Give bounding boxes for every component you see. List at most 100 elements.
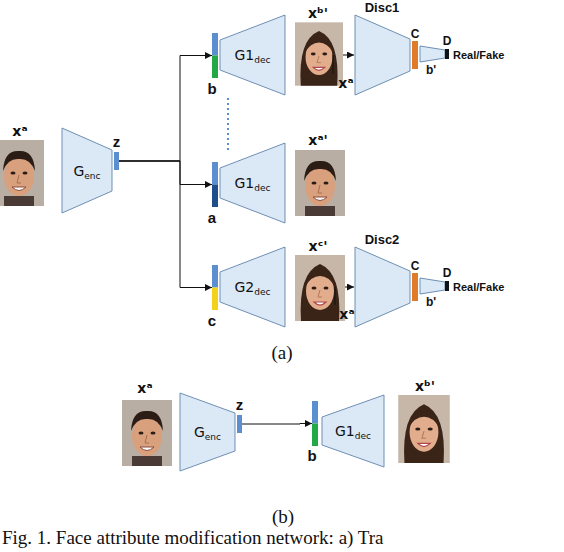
block-label: Disc2 <box>365 233 400 246</box>
network-subscript: enc <box>205 432 221 442</box>
node-outline <box>445 49 449 59</box>
code-vector: b <box>212 33 218 78</box>
node-outline <box>445 281 449 291</box>
trapezoid-outline <box>322 395 384 467</box>
class-output: Cb' <box>412 41 418 69</box>
trapezoid-outline <box>355 247 410 327</box>
reconstructed-face-image <box>295 150 345 216</box>
image-label: xᶜ' <box>308 239 327 253</box>
input-arrow <box>343 55 354 56</box>
block-label: z <box>236 397 244 412</box>
block-label: G1dec <box>220 143 285 223</box>
image-label: xᵇ' <box>308 6 328 20</box>
block-label: b' <box>426 296 436 308</box>
latent-vector: z <box>237 415 242 433</box>
code-vector: a <box>212 162 218 207</box>
code-vector: b <box>312 401 318 446</box>
output-face-image <box>295 22 343 85</box>
block-label: Real/Fake <box>453 282 504 293</box>
block-label: C <box>411 28 420 40</box>
vector-segment <box>212 56 218 79</box>
block-label: Genc <box>62 128 112 213</box>
real-fake-output: DReal/Fake <box>445 49 449 59</box>
node-outline <box>212 265 218 310</box>
real-image-wire <box>333 55 334 74</box>
branch-arrow <box>119 56 212 162</box>
network-subscript: dec <box>254 287 270 297</box>
node-outline <box>212 162 218 207</box>
block-label: Disc1 <box>365 1 400 14</box>
network-subscript: dec <box>254 55 270 65</box>
branch-arrow <box>242 423 312 425</box>
block-label: G1dec <box>220 15 285 95</box>
node-outline <box>312 401 318 446</box>
vector-segment <box>212 33 218 56</box>
class-output: Cb' <box>412 273 418 301</box>
vector-segment <box>312 424 318 447</box>
discriminator-block: Disc1 <box>355 15 410 95</box>
real-image-wire <box>335 287 336 305</box>
network-subscript: enc <box>84 171 100 181</box>
node-outline <box>412 273 418 301</box>
branch-arrow <box>119 161 212 185</box>
network-name: G1 <box>335 423 355 439</box>
vector-segment <box>445 281 449 291</box>
trapezoid-outline <box>220 247 285 327</box>
node-outline <box>412 41 418 69</box>
block-label: a <box>208 210 216 225</box>
block-label: Real/Fake <box>453 50 504 61</box>
encoder-block: Genc <box>62 128 112 213</box>
block-label: Genc <box>180 393 235 471</box>
node-outline <box>355 247 410 327</box>
node-outline <box>237 415 242 433</box>
vector-segment <box>212 185 218 208</box>
decoder-block: G1dec <box>322 395 384 467</box>
vector-segment <box>212 162 218 185</box>
image-label: xᵃ <box>137 381 152 395</box>
image-label: xᵃ <box>338 76 353 90</box>
image-label: xᵇ' <box>415 379 435 393</box>
network-subscript: dec <box>254 183 270 193</box>
network-name: G1 <box>235 47 255 63</box>
trapezoid-outline <box>220 15 285 95</box>
vector-segment <box>412 41 418 69</box>
network-name: G <box>194 424 205 440</box>
block-label: D <box>443 35 452 47</box>
panel-label: (b) <box>272 507 294 526</box>
branch-arrow <box>119 161 212 288</box>
node-outline <box>114 152 119 170</box>
small-head-block <box>420 46 445 62</box>
output-face-image <box>398 395 450 463</box>
vector-segment <box>312 401 318 424</box>
vector-segment <box>445 49 449 59</box>
panel-label: (a) <box>271 343 292 362</box>
real-fake-output: DReal/Fake <box>445 281 449 291</box>
network-name: G2 <box>235 279 255 295</box>
input-face-image <box>0 140 44 206</box>
encoder-block: Genc <box>180 393 235 471</box>
network-name: G1 <box>235 175 255 191</box>
node-outline <box>355 15 410 95</box>
block-label: c <box>208 313 216 328</box>
block-label: G2dec <box>220 247 285 327</box>
image-label: xᵃ <box>339 307 354 321</box>
ellipsis-dots <box>227 98 229 150</box>
vector-segment <box>412 273 418 301</box>
block-label: b' <box>426 64 436 76</box>
decoder-block: G1dec <box>220 15 285 95</box>
input-arrow <box>345 287 354 288</box>
trapezoid-outline <box>220 143 285 223</box>
image-label: xᵃ' <box>308 133 328 147</box>
node-outline <box>212 33 218 78</box>
block-label: G1dec <box>322 395 384 467</box>
block-label: z <box>113 134 121 149</box>
small-head-block <box>420 278 445 294</box>
vector-segment <box>212 265 218 288</box>
vector-segment <box>114 152 119 170</box>
figure-caption: Fig. 1. Face attribute modification netw… <box>2 528 384 549</box>
decoder-block: G1dec <box>220 143 285 223</box>
discriminator-block: Disc2 <box>355 247 410 327</box>
block-label: b <box>207 81 216 96</box>
code-vector: c <box>212 265 218 310</box>
